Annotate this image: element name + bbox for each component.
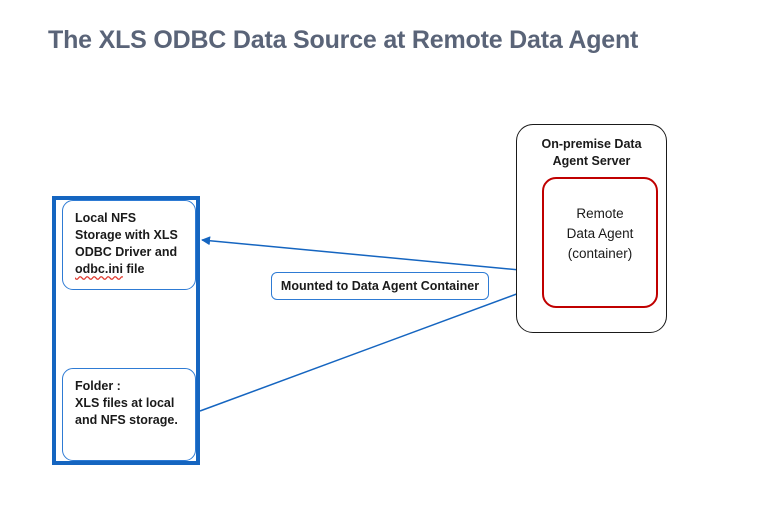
- server-title-line-2: Agent Server: [552, 154, 631, 168]
- mounted-caption-box: Mounted to Data Agent Container: [271, 272, 489, 300]
- agent-line-2: Data Agent: [566, 226, 634, 241]
- page-title: The XLS ODBC Data Source at Remote Data …: [48, 26, 639, 54]
- remote-data-agent-label: Remote Data Agent (container): [542, 204, 658, 264]
- on-premise-server-title: On-premise Data Agent Server: [516, 136, 667, 170]
- local-nfs-storage-box: Local NFS Storage with XLS ODBC Driver a…: [62, 200, 196, 290]
- connector-storage-to-agent: [201, 236, 542, 276]
- storage-line-4: odbc.ini file: [75, 262, 145, 276]
- storage-line-3: ODBC Driver and: [75, 245, 178, 259]
- folder-line-2: XLS files at local: [75, 396, 175, 410]
- agent-line-3: (container): [567, 246, 633, 261]
- agent-line-1: Remote: [576, 206, 624, 221]
- storage-line-2: Storage with XLS: [75, 228, 178, 242]
- storage-line-1: Local NFS: [75, 211, 137, 225]
- xls-folder-box: Folder : XLS files at local and NFS stor…: [62, 368, 196, 461]
- folder-line-3: and NFS storage.: [75, 413, 178, 427]
- server-title-line-1: On-premise Data: [541, 137, 642, 151]
- odbc-ini-spellcheck: odbc.ini: [75, 262, 123, 276]
- folder-line-1: Folder :: [75, 379, 121, 393]
- connector-folder-to-agent: [199, 283, 542, 412]
- remote-data-agent-container-box: [542, 177, 658, 308]
